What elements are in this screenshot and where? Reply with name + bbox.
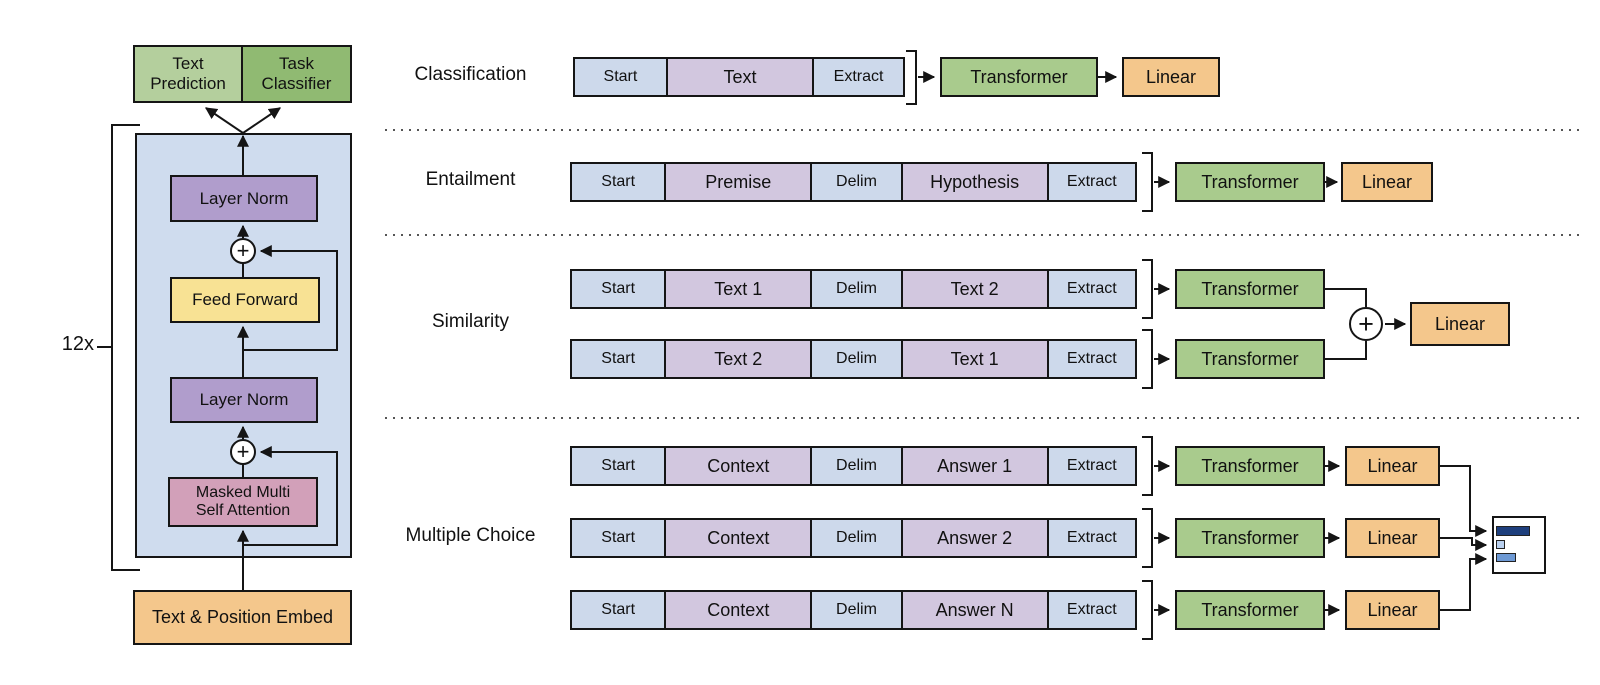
layer-norm-top-box: Layer Norm: [170, 175, 318, 222]
token-cell: Delim: [810, 164, 901, 200]
answer-score-bar-1: [1496, 526, 1530, 536]
token-cell: Start: [572, 164, 665, 200]
token-cell: Answer N: [900, 592, 1047, 628]
token-cell: Start: [572, 341, 665, 377]
token-cell: Extract: [812, 59, 903, 95]
transformer-box-entailment: Transformer: [1175, 162, 1325, 202]
linear-box-choice-3: Linear: [1345, 590, 1440, 630]
task-label-classification: Classification: [414, 64, 527, 85]
token-cell: Start: [572, 592, 665, 628]
token-cell: Answer 1: [900, 448, 1047, 484]
token-cell: Delim: [810, 448, 901, 484]
transformer-box-similarity-2: Transformer: [1175, 339, 1325, 379]
token-sequence-classification: Start Text Extract: [573, 57, 905, 97]
task-label-similarity: Similarity: [431, 311, 510, 332]
linear-box-entailment: Linear: [1341, 162, 1433, 202]
token-cell: Start: [572, 271, 665, 307]
transformer-box-choice-3: Transformer: [1175, 590, 1325, 630]
answer-score-bar-2: [1496, 540, 1505, 549]
left-model-connectors: [97, 107, 338, 590]
linear-box-similarity: Linear: [1410, 302, 1510, 346]
token-cell: Extract: [1046, 448, 1135, 484]
answer-score-bar-3: [1496, 553, 1516, 562]
task-classifier-box: Task Classifier: [241, 45, 352, 103]
token-cell: Text 1: [900, 341, 1047, 377]
token-cell: Start: [572, 520, 665, 556]
feed-forward-box: Feed Forward: [170, 277, 320, 323]
repeat-count-label: 12x: [61, 333, 94, 355]
token-sequence-choice-3: Start Context Delim Answer N Extract: [570, 590, 1137, 630]
token-cell: Start: [575, 59, 666, 95]
token-sequence-choice-1: Start Context Delim Answer 1 Extract: [570, 446, 1137, 486]
residual-add-top-icon: +: [230, 238, 256, 264]
entailment-connectors: [1142, 152, 1339, 212]
text-prediction-box: Text Prediction: [133, 45, 243, 103]
token-cell: Extract: [1046, 341, 1135, 377]
token-cell: Context: [664, 592, 811, 628]
embed-box: Text & Position Embed: [133, 590, 352, 645]
token-cell: Text 2: [900, 271, 1047, 307]
token-sequence-similarity-1: Start Text 1 Delim Text 2 Extract: [570, 269, 1137, 309]
masked-attention-line1: Masked Multi: [195, 483, 291, 501]
token-cell: Start: [572, 448, 665, 484]
similarity-add-icon: +: [1349, 307, 1383, 341]
token-sequence-entailment: Start Premise Delim Hypothesis Extract: [570, 162, 1137, 202]
token-cell: Extract: [1046, 164, 1135, 200]
classification-connectors: [906, 50, 1118, 105]
transformer-box-similarity-1: Transformer: [1175, 269, 1325, 309]
token-cell: Extract: [1046, 271, 1135, 307]
masked-attention-line2: Self Attention: [195, 502, 291, 519]
task-label-multiple-choice: Multiple Choice: [405, 525, 536, 546]
token-sequence-choice-2: Start Context Delim Answer 2 Extract: [570, 518, 1137, 558]
linear-box-choice-1: Linear: [1345, 446, 1440, 486]
masked-attention-box: Masked Multi Self Attention: [168, 477, 318, 527]
transformer-box-classification: Transformer: [940, 57, 1098, 97]
task-label-entailment: Entailment: [425, 169, 516, 190]
residual-add-bottom-icon: +: [230, 439, 256, 465]
token-cell: Answer 2: [900, 520, 1047, 556]
layer-norm-bottom-box: Layer Norm: [170, 377, 318, 423]
transformer-box-choice-1: Transformer: [1175, 446, 1325, 486]
token-cell: Text: [665, 59, 813, 95]
token-cell: Premise: [664, 164, 811, 200]
token-cell: Text 1: [664, 271, 811, 307]
token-cell: Delim: [810, 341, 901, 377]
linear-box-classification: Linear: [1122, 57, 1220, 97]
token-cell: Text 2: [664, 341, 811, 377]
token-cell: Delim: [810, 592, 901, 628]
token-cell: Context: [664, 448, 811, 484]
token-cell: Hypothesis: [900, 164, 1047, 200]
token-cell: Delim: [810, 520, 901, 556]
token-cell: Extract: [1046, 520, 1135, 556]
multiple-choice-connectors: [1142, 436, 1488, 640]
token-cell: Context: [664, 520, 811, 556]
similarity-connectors: [1142, 259, 1407, 389]
token-sequence-similarity-2: Start Text 2 Delim Text 1 Extract: [570, 339, 1137, 379]
transformer-box-choice-2: Transformer: [1175, 518, 1325, 558]
token-cell: Extract: [1046, 592, 1135, 628]
token-cell: Delim: [810, 271, 901, 307]
linear-box-choice-2: Linear: [1345, 518, 1440, 558]
